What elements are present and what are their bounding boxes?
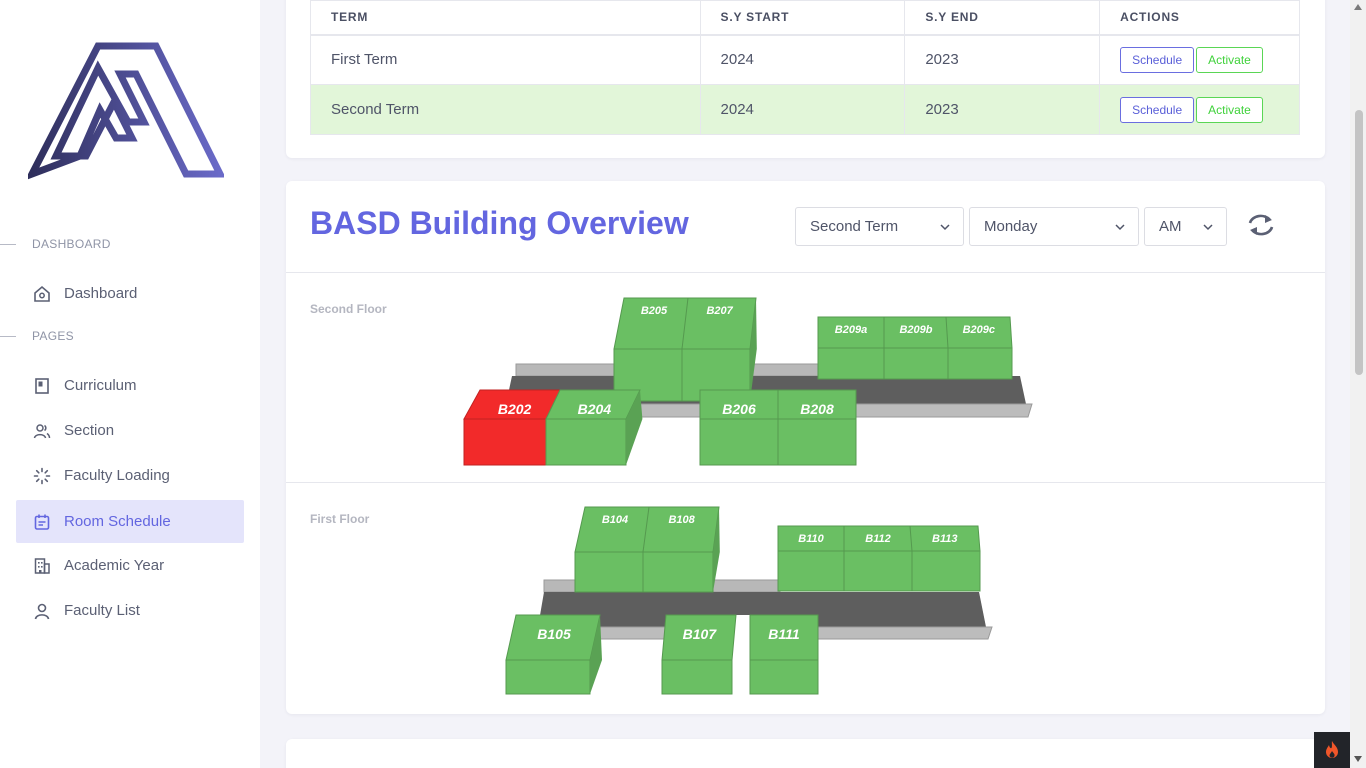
room-b105[interactable]: B105 xyxy=(505,614,602,695)
room-b107[interactable]: B107 xyxy=(661,614,737,695)
book-icon xyxy=(32,376,52,396)
terms-table: TERM S.Y START S.Y END ACTIONS First Ter… xyxy=(310,0,1300,135)
building-overview-card: BASD Building Overview Second Term Monda… xyxy=(286,181,1325,714)
room-b104[interactable]: B104 xyxy=(574,506,654,593)
user-icon xyxy=(32,601,52,621)
activate-button[interactable]: Activate xyxy=(1196,96,1263,123)
room-label: B202 xyxy=(498,401,532,417)
terms-card: TERM S.Y START S.Y END ACTIONS First Ter… xyxy=(286,0,1325,158)
scroll-up-icon[interactable] xyxy=(1354,4,1362,10)
cell-sy-start: 2024 xyxy=(699,84,906,135)
schedule-button[interactable]: Schedule xyxy=(1120,96,1195,123)
cell-sy-start: 2024 xyxy=(699,34,906,85)
first-floor-label: First Floor xyxy=(310,512,370,526)
room-label: B209b xyxy=(899,324,932,336)
room-label: B105 xyxy=(537,626,571,642)
room-b209c[interactable]: B209c xyxy=(945,316,1013,380)
schedule-button[interactable]: Schedule xyxy=(1120,46,1195,73)
room-b205[interactable]: B205 xyxy=(613,297,693,402)
sidebar-item-curriculum[interactable]: Curriculum xyxy=(16,364,244,407)
room-b209a[interactable]: B209a xyxy=(817,316,885,380)
room-b113[interactable]: B113 xyxy=(909,525,981,592)
room-b108[interactable]: B108 xyxy=(642,506,720,593)
calendar-icon xyxy=(32,512,52,532)
room-label: B209a xyxy=(835,324,867,336)
building-icon xyxy=(32,556,52,576)
divider xyxy=(286,272,1325,273)
room-b209b[interactable]: B209b xyxy=(883,316,949,380)
fire-icon[interactable] xyxy=(1314,732,1350,768)
room-label: B113 xyxy=(932,533,957,545)
room-b206[interactable]: B206 xyxy=(699,389,779,466)
room-b204[interactable]: B204 xyxy=(545,389,643,466)
term-select[interactable]: Second Term xyxy=(795,207,964,246)
room-label: B208 xyxy=(800,401,834,417)
divider xyxy=(286,482,1325,483)
sidebar-item-dashboard[interactable]: Dashboard xyxy=(16,272,244,315)
header-sy-end: S.Y END xyxy=(904,0,1101,36)
room-b110[interactable]: B110 xyxy=(777,525,845,592)
page-title: BASD Building Overview xyxy=(310,205,689,241)
room-label: B108 xyxy=(668,514,695,526)
scroll-down-icon[interactable] xyxy=(1354,756,1362,762)
sidebar-item-room-schedule[interactable]: Room Schedule xyxy=(16,500,244,543)
sidebar: DASHBOARD Dashboard PAGES Curriculum Sec… xyxy=(0,0,260,768)
sidebar-item-academic-year[interactable]: Academic Year xyxy=(16,544,244,587)
header-term: TERM xyxy=(310,0,701,36)
cell-term: First Term xyxy=(310,34,701,85)
room-label: B209c xyxy=(963,324,995,336)
loader-icon xyxy=(32,466,52,486)
cell-sy-end: 2023 xyxy=(904,84,1101,135)
app-logo xyxy=(28,42,224,180)
scrollbar-thumb[interactable] xyxy=(1355,110,1363,375)
room-label: B110 xyxy=(798,533,824,545)
room-b208[interactable]: B208 xyxy=(777,389,857,466)
day-select[interactable]: Monday xyxy=(969,207,1139,246)
room-label: B204 xyxy=(578,401,612,417)
chevron-down-icon xyxy=(1203,224,1213,231)
room-label: B111 xyxy=(768,626,800,642)
room-label: B207 xyxy=(706,305,733,317)
header-actions: ACTIONS xyxy=(1099,0,1300,36)
section-label-dashboard: DASHBOARD xyxy=(0,237,111,251)
sidebar-item-faculty-list[interactable]: Faculty List xyxy=(16,589,244,632)
cell-term: Second Term xyxy=(310,84,701,135)
users-icon xyxy=(32,421,52,441)
room-label: B205 xyxy=(641,305,668,317)
sidebar-item-section[interactable]: Section xyxy=(16,409,244,452)
home-icon xyxy=(32,284,52,304)
section-label-pages: PAGES xyxy=(0,329,74,343)
room-b207[interactable]: B207 xyxy=(681,297,757,402)
chevron-down-icon xyxy=(1115,224,1125,231)
header-sy-start: S.Y START xyxy=(699,0,906,36)
sidebar-item-faculty-loading[interactable]: Faculty Loading xyxy=(16,454,244,497)
scrollbar[interactable] xyxy=(1350,0,1366,768)
room-label: B112 xyxy=(865,533,890,545)
activate-button[interactable]: Activate xyxy=(1196,46,1263,73)
room-label: B104 xyxy=(602,514,628,526)
cell-sy-end: 2023 xyxy=(904,34,1101,85)
second-floor-label: Second Floor xyxy=(310,302,387,316)
room-b111[interactable]: B111 xyxy=(749,614,819,695)
chevron-down-icon xyxy=(940,224,950,231)
room-label: B206 xyxy=(722,401,756,417)
schedule-card xyxy=(286,739,1325,768)
refresh-icon[interactable] xyxy=(1246,212,1276,238)
room-b112[interactable]: B112 xyxy=(843,525,913,592)
room-label: B107 xyxy=(683,626,718,642)
period-select[interactable]: AM xyxy=(1144,207,1227,246)
